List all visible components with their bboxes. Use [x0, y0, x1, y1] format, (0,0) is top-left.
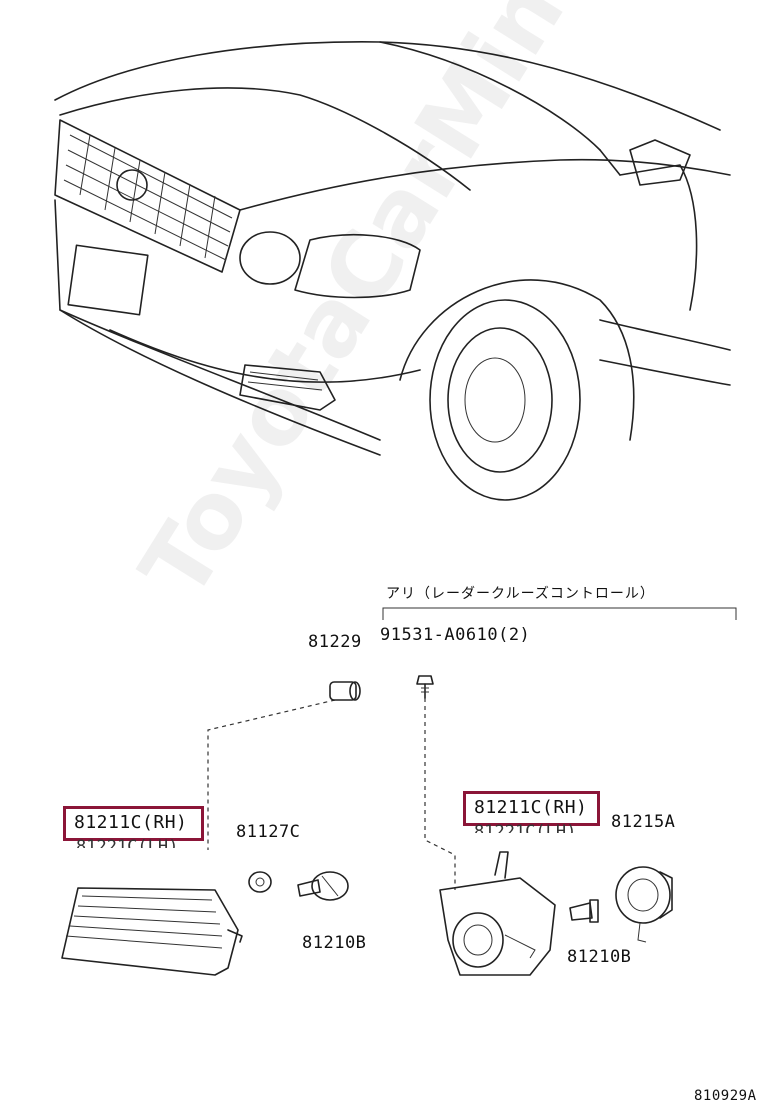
part-label-screw[interactable]: 91531-A0610(2) [380, 625, 531, 645]
part-label-left-lh: 81221C(LH) [76, 837, 179, 857]
leader-line-socket [207, 699, 336, 850]
part-label-left-bulb[interactable]: 81210B [302, 933, 367, 953]
condition-bracket [382, 607, 737, 620]
left-fog-lamp-lens [61, 887, 243, 976]
bulb-socket-part [329, 681, 361, 701]
part-label-right-lh: 81221C(LH) [474, 822, 577, 842]
fog-lamp-unit-part [615, 866, 673, 943]
diagram-id: 810929A [694, 1088, 757, 1104]
screw-part [416, 675, 434, 699]
condition-note: アリ（レーダークルーズコントロール） [386, 586, 655, 602]
grommet-part [248, 871, 272, 893]
right-fog-lamp-assembly [439, 851, 556, 976]
highlight-box-right[interactable]: 81211C(RH) [463, 791, 600, 826]
left-bulb-part [297, 871, 349, 901]
part-label-right-bulb[interactable]: 81210B [567, 947, 632, 967]
highlight-box-left[interactable]: 81211C(RH) [63, 806, 204, 841]
right-bulb-part [569, 899, 599, 923]
part-label-fog-lamp-unit[interactable]: 81215A [611, 812, 676, 832]
part-label-bulb-socket[interactable]: 81229 [308, 632, 362, 652]
leader-line-screw [424, 698, 456, 890]
part-label-grommet[interactable]: 81127C [236, 822, 301, 842]
car-illustration [54, 41, 731, 501]
highlighted-part-left-rh[interactable]: 81211C(RH) [74, 812, 188, 833]
highlighted-part-right-rh[interactable]: 81211C(RH) [474, 797, 588, 818]
